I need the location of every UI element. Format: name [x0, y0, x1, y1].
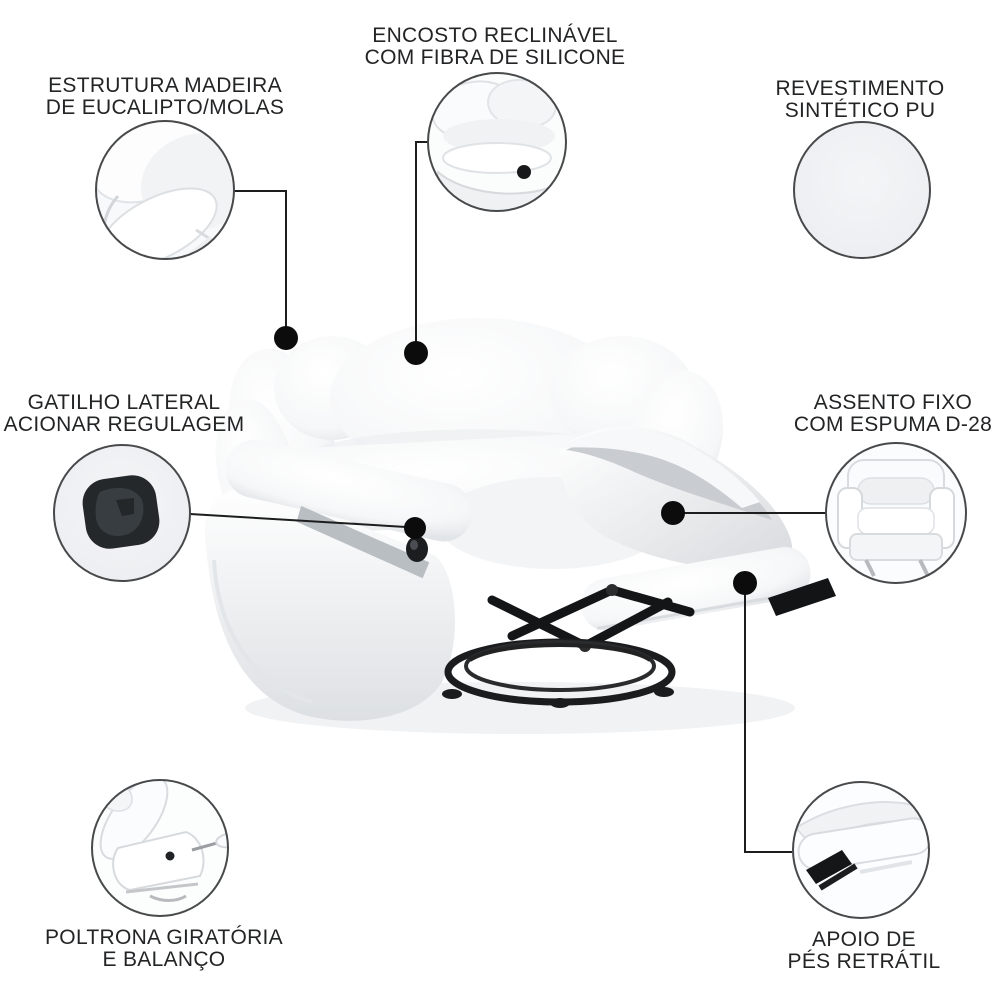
swivel-base	[442, 638, 676, 708]
detail-circle-encosto	[427, 72, 567, 212]
detail-circle-apoio	[792, 781, 930, 919]
callout-revestimento: REVESTIMENTO SINTÉTICO PU	[776, 78, 945, 122]
callout-encosto-line2: COM FIBRA DE SILICONE	[364, 46, 626, 69]
detail-circle-gatilho	[53, 444, 191, 582]
leader-line-encosto	[415, 141, 429, 345]
detail-circle-assento	[825, 442, 967, 584]
callout-poltrona-line2: E BALANÇO	[102, 948, 226, 971]
callout-assento-line2: COM ESPUMA D-28	[793, 413, 993, 436]
leader-line-estrutura	[233, 190, 287, 330]
side-trigger	[406, 536, 428, 562]
detail-circle-estrutura	[95, 120, 235, 260]
callout-estrutura-line1: ESTRUTURA MADEIRA	[48, 74, 282, 97]
detail-circle-poltrona	[91, 779, 229, 917]
callout-estrutura-line2: DE EUCALIPTO/MOLAS	[45, 96, 285, 119]
callout-encosto-line1: ENCOSTO RECLINÁVEL	[372, 24, 618, 47]
callout-assento: ASSENTO FIXO COM ESPUMA D-28	[794, 392, 992, 436]
chair-illustration	[204, 318, 836, 734]
leader-line-apoio	[744, 592, 792, 853]
callout-apoio-line2: PÉS RETRÁTIL	[787, 950, 941, 973]
callout-estrutura: ESTRUTURA MADEIRA DE EUCALIPTO/MOLAS	[46, 75, 284, 119]
callout-revestimento-line2: SINTÉTICO PU	[784, 99, 936, 122]
callout-gatilho-line1: GATILHO LATERAL	[27, 391, 221, 414]
anchor-dots	[274, 326, 757, 595]
detail-circle-revestimento	[793, 121, 931, 259]
leader-line-gatilho	[189, 513, 407, 528]
callout-poltrona-line1: POLTRONA GIRATÓRIA	[45, 926, 283, 949]
callout-poltrona: POLTRONA GIRATÓRIA E BALANÇO	[45, 927, 283, 971]
callout-assento-line1: ASSENTO FIXO	[813, 391, 973, 414]
anchor-dot-frame	[274, 326, 298, 350]
callout-encosto: ENCOSTO RECLINÁVEL COM FIBRA DE SILICONE	[365, 25, 626, 69]
anchor-dot-backrest	[404, 341, 428, 365]
callout-gatilho-line2: ACIONAR REGULAGEM	[3, 413, 245, 436]
recline-mechanism	[487, 585, 695, 651]
callout-apoio: APOIO DE PÉS RETRÁTIL	[788, 929, 941, 973]
callout-gatilho: GATILHO LATERAL ACIONAR REGULAGEM	[4, 392, 245, 436]
anchor-dot-footrest	[733, 571, 757, 595]
anchor-dot-trigger	[404, 517, 426, 539]
leader-lines	[189, 141, 826, 853]
anchor-dot-seat	[661, 501, 685, 525]
callout-apoio-line1: APOIO DE	[812, 928, 916, 951]
callout-revestimento-line1: REVESTIMENTO	[775, 77, 945, 100]
